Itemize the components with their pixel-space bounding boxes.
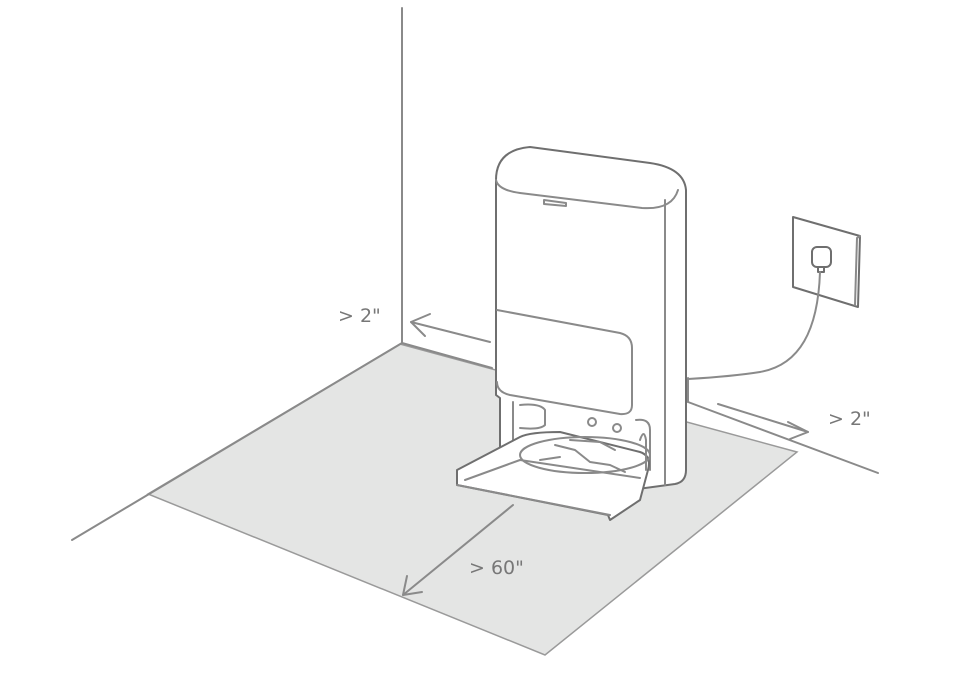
back-wall-floor-line-right [687,401,879,474]
front-clearance-label: > 60" [469,557,524,579]
right-clearance-label: > 2" [828,408,871,430]
left-clearance-arrow [410,313,491,343]
right-clearance-arrow [717,403,809,440]
front-clearance-arrow [402,504,514,596]
back-wall-floor-line [401,342,493,369]
power-outlet-icon [687,216,861,380]
docking-station [456,146,687,521]
left-clearance-label: > 2" [338,305,381,327]
left-wall-floor-line [71,342,403,541]
clearance-floor-area [146,343,799,656]
